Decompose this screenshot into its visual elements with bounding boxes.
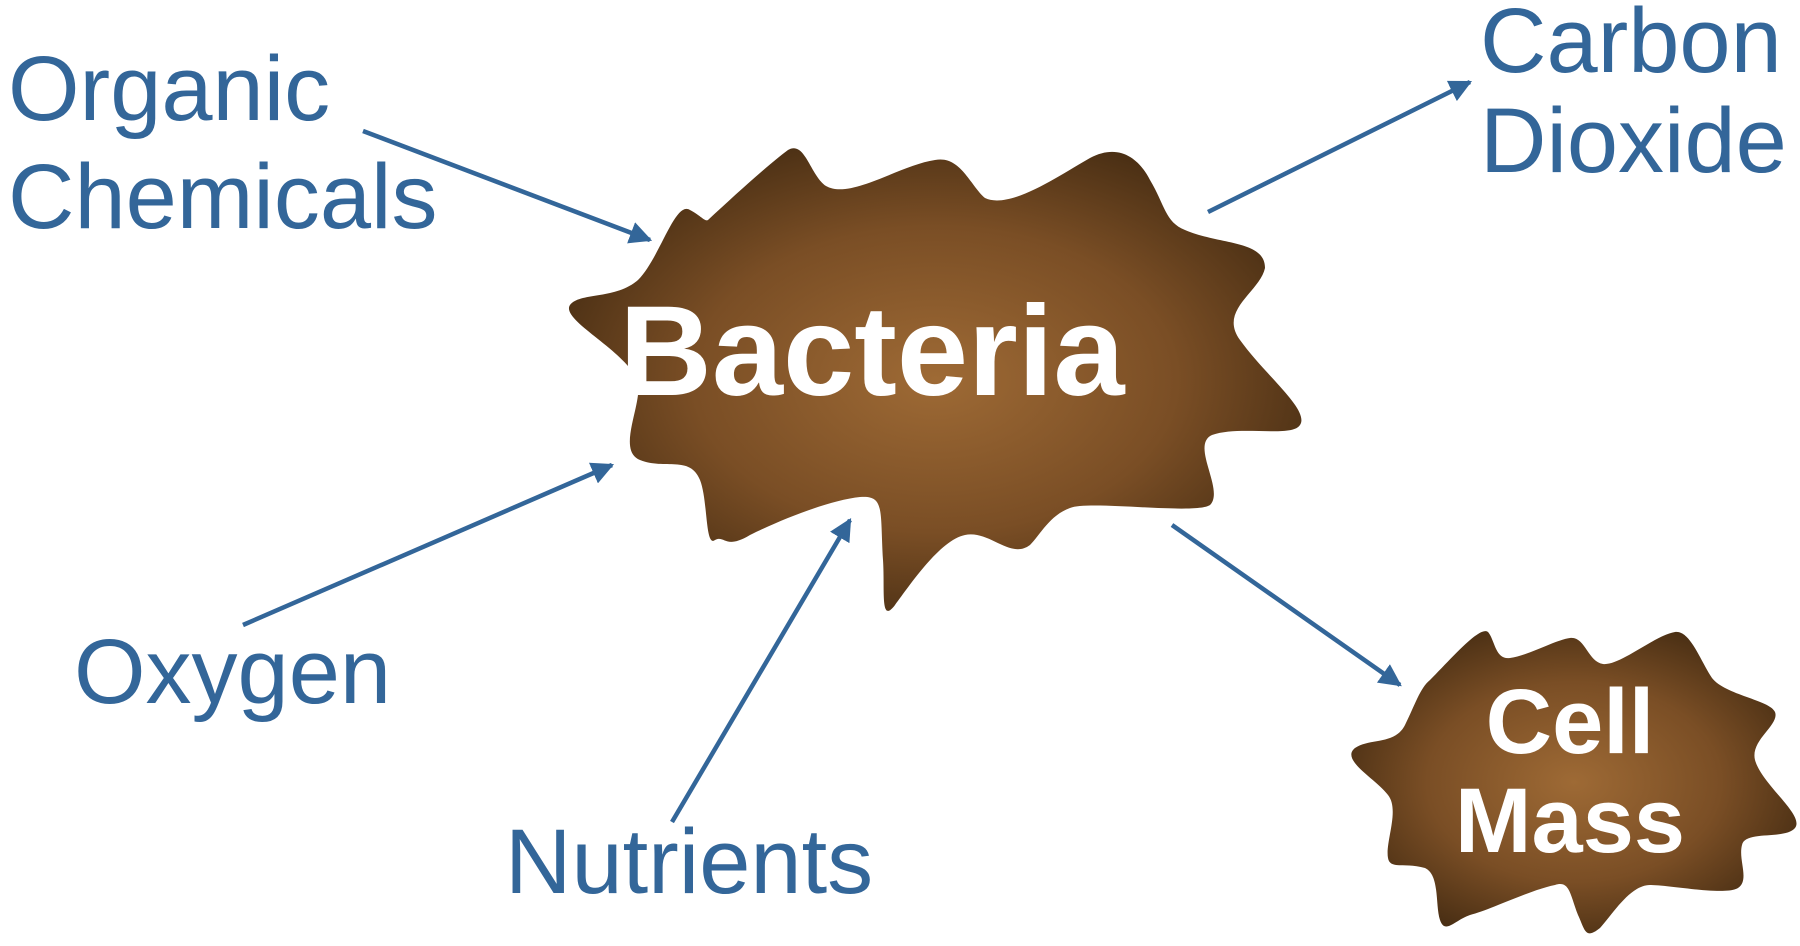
nutrients-label: Nutrients <box>505 811 873 913</box>
cell-mass-label-line1: Cell <box>1486 671 1655 773</box>
organic-label-line2: Chemicals <box>8 146 437 248</box>
arrow-nutrients-to-bacteria <box>672 520 850 822</box>
cell-mass-label-line2: Mass <box>1455 770 1685 872</box>
arrow-bacteria-to-cellmass <box>1172 525 1400 685</box>
arrow-oxygen-to-bacteria <box>243 465 612 625</box>
co2-label-line1: Carbon <box>1480 0 1782 92</box>
arrow-bacteria-to-co2 <box>1208 82 1470 212</box>
organic-label-line1: Organic <box>8 38 330 140</box>
bacteria-label: Bacteria <box>619 280 1125 423</box>
co2-label-line2: Dioxide <box>1480 90 1787 192</box>
oxygen-label: Oxygen <box>74 621 391 723</box>
